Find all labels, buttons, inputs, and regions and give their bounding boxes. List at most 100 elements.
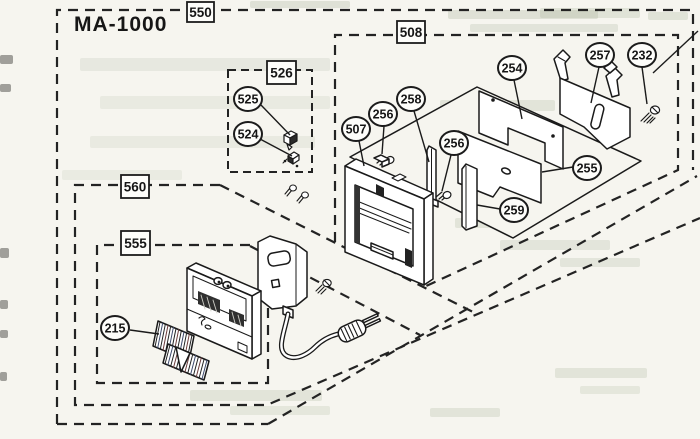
scan-edge-smudge xyxy=(0,300,8,309)
callout-text-254: 254 xyxy=(502,62,523,76)
grille-fin xyxy=(159,323,166,350)
callout-257: 257 xyxy=(585,42,615,68)
callout-256a: 256 xyxy=(368,101,398,127)
leader-256b xyxy=(441,154,452,192)
callout-258: 258 xyxy=(396,86,426,112)
bleedthrough-text-row xyxy=(560,258,640,267)
callout-507: 507 xyxy=(341,116,371,142)
part-258-strip xyxy=(424,145,439,208)
callout-text-524: 524 xyxy=(238,128,259,142)
leader-232 xyxy=(641,66,648,105)
callout-525: 525 xyxy=(233,86,263,112)
callout-254: 254 xyxy=(497,55,527,81)
group-label-560: 560 xyxy=(120,174,150,199)
bleedthrough-text-row xyxy=(230,406,330,415)
grille-fin xyxy=(162,324,169,351)
part-panel-555 xyxy=(186,262,262,360)
leader-524 xyxy=(259,138,293,157)
part-525-clip xyxy=(283,130,298,151)
bleedthrough-text-row xyxy=(100,96,330,109)
bleedthrough-text-row xyxy=(555,368,647,378)
leader-254 xyxy=(513,79,523,120)
bleedthrough-text-row xyxy=(580,386,640,394)
group-label-526: 526 xyxy=(266,60,297,85)
grille-fin xyxy=(170,346,177,367)
leader-257 xyxy=(590,66,600,104)
callout-text-257: 257 xyxy=(590,49,611,63)
part-254-panel xyxy=(478,90,564,170)
part-256-screw-lower xyxy=(435,190,452,201)
part-524-clip xyxy=(282,151,300,168)
callout-leader-lines xyxy=(129,66,648,335)
grille-fin xyxy=(154,321,161,348)
part-257-bracket xyxy=(553,49,631,150)
leader-259 xyxy=(476,204,501,210)
boundary-560 xyxy=(73,183,700,407)
leader-258 xyxy=(413,110,430,163)
leader-255 xyxy=(541,166,574,173)
callout-text-232: 232 xyxy=(632,49,653,63)
scan-edge-smudge xyxy=(0,248,9,258)
callout-text-256b: 256 xyxy=(444,137,465,151)
callout-255: 255 xyxy=(572,155,602,181)
grille-fin xyxy=(198,358,205,379)
bleedthrough-text-row xyxy=(90,136,315,148)
group-label-508: 508 xyxy=(396,20,426,44)
bleedthrough-text-row xyxy=(540,8,640,18)
bleedthrough-text-row xyxy=(190,390,322,401)
leader-525 xyxy=(260,104,291,136)
callout-232: 232 xyxy=(627,42,657,68)
part-507-frame xyxy=(344,154,434,286)
leader-256a xyxy=(381,125,385,155)
grille-fin xyxy=(190,354,197,375)
group-label-550: 550 xyxy=(186,1,215,23)
part-232-screw xyxy=(640,105,661,124)
part-power-cord xyxy=(278,311,341,361)
exploded-parts-artwork xyxy=(152,49,661,381)
callout-215: 215 xyxy=(100,315,130,341)
boundary-555-diagonal xyxy=(249,245,421,336)
grille-fin xyxy=(201,359,208,380)
group-label-boxes: 550 508 526 560 555 xyxy=(120,1,426,256)
callout-text-258: 258 xyxy=(401,93,422,107)
callout-text-259: 259 xyxy=(504,204,525,218)
grille-fin xyxy=(187,353,194,374)
callout-text-255: 255 xyxy=(577,162,598,176)
bleedthrough-text-row xyxy=(500,240,610,250)
scan-edge-smudge xyxy=(0,330,8,338)
callout-text-256a: 256 xyxy=(373,108,394,122)
boundary-550-diagonal xyxy=(267,175,698,425)
part-259-strip xyxy=(461,163,478,231)
grille-fin xyxy=(167,345,174,366)
model-title: MA-1000 xyxy=(74,13,167,36)
group-label-text-555: 555 xyxy=(124,236,147,251)
boundary-550 xyxy=(55,8,695,424)
group-label-text-560: 560 xyxy=(124,180,147,195)
group-label-text-526: 526 xyxy=(270,66,293,81)
leader-215 xyxy=(129,329,160,335)
callout-text-507: 507 xyxy=(346,123,367,137)
grille-fin xyxy=(157,322,164,349)
callout-256b: 256 xyxy=(439,130,469,156)
grille-fin xyxy=(192,356,199,377)
bleedthrough-text-row xyxy=(430,408,500,417)
callout-524: 524 xyxy=(233,121,263,147)
grille-fin xyxy=(164,344,171,365)
grille-fin xyxy=(195,357,202,378)
boundary-508 xyxy=(333,33,680,288)
part-power-plug xyxy=(337,313,382,343)
edge-line xyxy=(652,30,699,74)
part-bracket-555 xyxy=(257,235,308,319)
scan-edge-smudge xyxy=(0,84,11,92)
callout-text-215: 215 xyxy=(105,322,126,336)
bleedthrough-text-row xyxy=(648,12,688,20)
group-label-text-508: 508 xyxy=(400,25,423,40)
part-bracket-screws xyxy=(284,184,332,295)
group-label-555: 555 xyxy=(120,230,151,256)
callout-text-525: 525 xyxy=(238,93,259,107)
scan-edge-smudge xyxy=(0,372,7,381)
group-label-text-550: 550 xyxy=(189,5,212,20)
bleedthrough-text-row xyxy=(470,24,618,32)
